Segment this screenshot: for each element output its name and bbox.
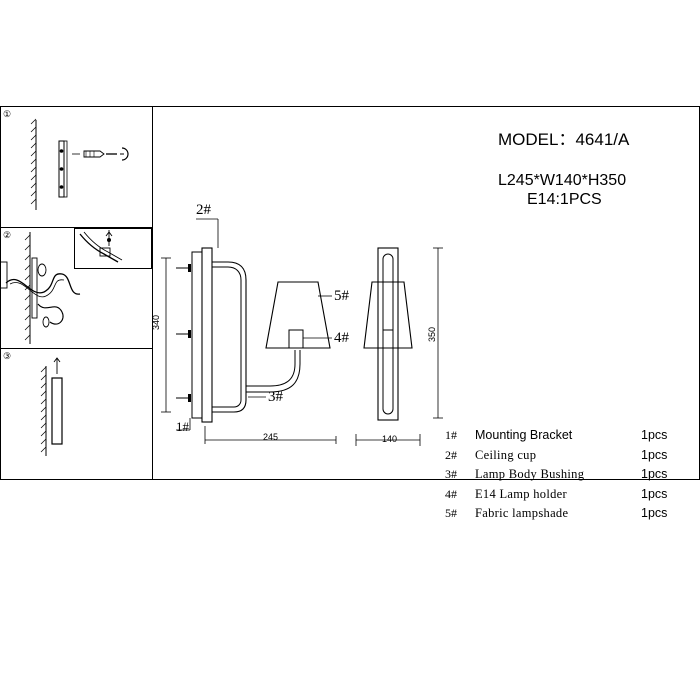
dim-width: 140 (382, 434, 398, 444)
callout-4: 4# (334, 330, 349, 346)
step-marker-3: ③ (3, 351, 12, 361)
part-number: 4# (445, 486, 457, 501)
part-number: 2# (445, 447, 457, 462)
step3-illustration (40, 357, 63, 456)
step-marker-2: ② (3, 230, 12, 240)
model-number: MODEL：4641/A (498, 130, 630, 149)
part-name: Mounting Bracket (475, 428, 573, 442)
part-quantity: 1pcs (641, 428, 668, 442)
side-view (161, 218, 337, 444)
dim-front-height: 350 (427, 326, 437, 342)
step2-illustration (0, 228, 152, 344)
callout-5: 5# (334, 288, 349, 304)
parts-list: 1# Mounting Bracket 1pcs 2# Ceiling cup … (445, 426, 675, 524)
part-name: Ceiling cup (475, 447, 537, 462)
part-quantity: 1pcs (641, 506, 668, 520)
part-name: Lamp Body Bushing (475, 467, 585, 481)
bulb-spec: E14:1PCS (527, 191, 602, 208)
parts-row: 2# Ceiling cup 1pcs (445, 446, 675, 466)
part-number: 3# (445, 467, 457, 481)
step-marker-1: ① (3, 109, 12, 119)
overall-dimensions: L245*W140*H350 (498, 172, 627, 189)
dim-length: 245 (263, 432, 279, 442)
parts-row: 3# Lamp Body Bushing 1pcs (445, 465, 675, 485)
part-quantity: 1pcs (641, 486, 668, 501)
front-view (355, 247, 443, 446)
parts-row: 4# E14 Lamp holder 1pcs (445, 485, 675, 505)
callout-1: 1# (176, 419, 189, 434)
dim-side-height: 340 (151, 314, 161, 330)
part-quantity: 1pcs (641, 447, 668, 462)
part-quantity: 1pcs (641, 467, 668, 481)
part-number: 1# (445, 428, 457, 442)
part-number: 5# (445, 506, 457, 520)
step1-illustration (30, 118, 129, 210)
parts-row: 1# Mounting Bracket 1pcs (445, 426, 675, 446)
parts-row: 5# Fabric lampshade 1pcs (445, 504, 675, 524)
part-name: E14 Lamp holder (475, 486, 567, 501)
callout-3: 3# (268, 389, 283, 405)
part-name: Fabric lampshade (475, 506, 569, 520)
sheet-frame (0, 106, 700, 480)
callout-2: 2# (196, 202, 211, 218)
